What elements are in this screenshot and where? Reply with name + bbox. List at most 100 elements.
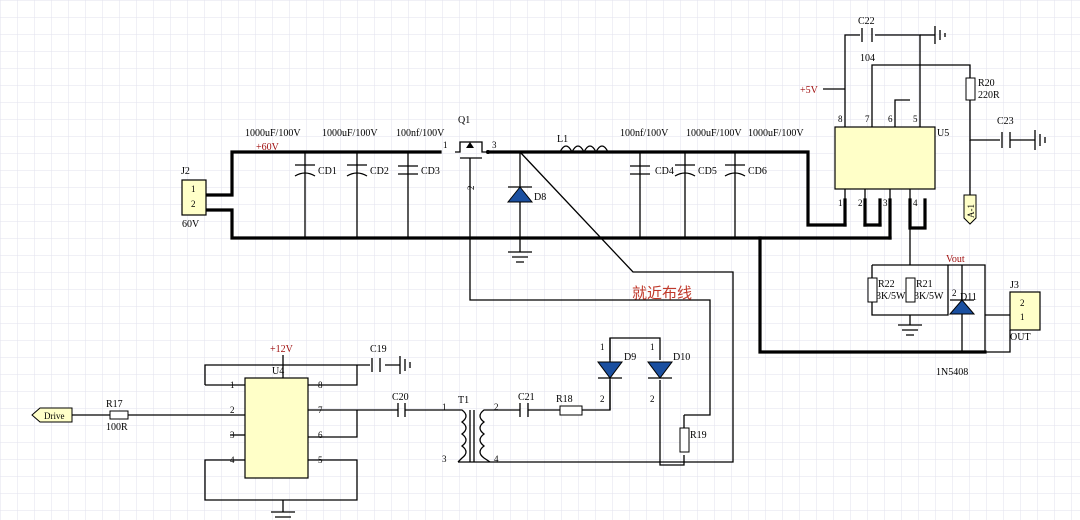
u4-pin-2: 2 xyxy=(230,405,235,415)
u4-pin-8: 8 xyxy=(318,380,323,390)
c22-value: 104 xyxy=(860,53,875,64)
r20-ref: R20 xyxy=(978,78,995,89)
inductor-l1[interactable]: L1 xyxy=(557,134,609,154)
r21-value: 3K/5W xyxy=(914,291,944,302)
u5-ref: U5 xyxy=(937,128,949,139)
cd5-ref: CD5 xyxy=(698,166,717,177)
u4-pin-6: 6 xyxy=(318,430,323,440)
diode-d10[interactable]: D10 1 2 xyxy=(647,342,690,404)
r21-ref: R21 xyxy=(916,279,933,290)
net-port-drive[interactable]: Drive xyxy=(31,407,73,423)
ic-u5[interactable]: U5 8 7 6 5 1 2 3 4 xyxy=(834,110,949,208)
t1-pin-1: 1 xyxy=(442,402,447,412)
j2-value: 60V xyxy=(182,219,200,230)
d9-ref: D9 xyxy=(624,352,636,363)
resistor-r21[interactable]: R21 3K/5W xyxy=(905,277,944,303)
d10-pin-2: 2 xyxy=(650,394,655,404)
t1-pin-2: 2 xyxy=(494,402,499,412)
u5-pin-5: 5 xyxy=(913,114,918,124)
u5-pin-3: 3 xyxy=(883,198,888,208)
capacitor-cd1[interactable]: CD1 1000uF/100V xyxy=(245,128,337,177)
routing-note: 就近布线 xyxy=(632,284,692,302)
diode-d9[interactable]: D9 1 2 xyxy=(597,342,636,404)
u4-pin-5: 5 xyxy=(318,455,323,465)
t1-pin-3: 3 xyxy=(442,454,447,464)
r17-ref: R17 xyxy=(106,399,123,410)
j3-pin-2: 2 xyxy=(1020,298,1025,308)
capacitor-cd6[interactable]: CD6 1000uF/100V xyxy=(724,128,804,177)
d10-pin-1: 1 xyxy=(650,342,655,352)
j2-ref: J2 xyxy=(181,166,190,177)
u5-pin-8: 8 xyxy=(838,114,843,124)
drive-label: Drive xyxy=(44,411,65,421)
cd3-value: 100nf/100V xyxy=(396,128,445,139)
ground-symbols xyxy=(271,26,1046,518)
resistor-r22[interactable]: R22 3K/5W xyxy=(867,277,906,303)
power-label-60v: +60V xyxy=(256,142,280,153)
cd4-ref: CD4 xyxy=(655,166,674,177)
connector-j2[interactable]: J2 1 2 60V xyxy=(181,166,207,230)
capacitor-cd2[interactable]: CD2 1000uF/100V xyxy=(322,128,389,177)
cd1-value: 1000uF/100V xyxy=(245,128,301,139)
r22-ref: R22 xyxy=(878,279,895,290)
cd2-ref: CD2 xyxy=(370,166,389,177)
cd6-value: 1000uF/100V xyxy=(748,128,804,139)
c19-ref: C19 xyxy=(370,344,387,355)
c23-ref: C23 xyxy=(997,116,1014,127)
u4-pin-3: 3 xyxy=(230,430,235,440)
power-wires xyxy=(204,34,1035,463)
power-label-vout: Vout xyxy=(946,254,965,265)
u5-pin-1: 1 xyxy=(838,198,843,208)
connector-j3[interactable]: J3 2 1 OUT xyxy=(1009,280,1041,343)
q1-pin-3: 3 xyxy=(492,140,497,150)
q1-pin-1: 1 xyxy=(443,140,448,150)
resistor-r20[interactable]: R20 220R xyxy=(965,77,1000,101)
transformer-t1[interactable]: T1 1 3 2 4 xyxy=(442,395,499,464)
d9-pin-1: 1 xyxy=(600,342,605,352)
resistor-r19[interactable]: R19 xyxy=(679,415,707,453)
t1-pin-4: 4 xyxy=(494,454,499,464)
resistor-r17[interactable]: R17 100R xyxy=(106,399,129,433)
resistor-r18[interactable]: R18 xyxy=(556,394,583,416)
r19-ref: R19 xyxy=(690,430,707,441)
d11-ref: D11 xyxy=(960,292,977,303)
capacitor-cd3[interactable]: CD3 100nf/100V xyxy=(396,128,445,177)
capacitor-cd4[interactable]: CD4 100nf/100V xyxy=(620,128,674,177)
mosfet-q1[interactable]: Q1 1 3 2 xyxy=(443,115,497,190)
ic-u4[interactable]: U4 1 2 3 4 8 7 6 5 xyxy=(230,366,323,479)
net-port-a1[interactable]: A-1 xyxy=(963,194,977,225)
diode-d11[interactable]: D11 2 1N5408 xyxy=(936,288,977,378)
capacitor-c21[interactable]: C21 xyxy=(518,392,535,417)
j3-ref: J3 xyxy=(1010,280,1019,291)
capacitor-c20[interactable]: C20 xyxy=(392,392,409,417)
capacitor-c19[interactable]: C19 xyxy=(370,344,387,372)
cd1-ref: CD1 xyxy=(318,166,337,177)
d8-ref: D8 xyxy=(534,192,546,203)
cd4-value: 100nf/100V xyxy=(620,128,669,139)
capacitor-c23[interactable]: C23 xyxy=(997,116,1014,148)
r17-value: 100R xyxy=(106,422,128,433)
capacitor-cd5[interactable]: CD5 1000uF/100V xyxy=(674,128,742,177)
c20-ref: C20 xyxy=(392,392,409,403)
j2-pin-2: 2 xyxy=(191,199,196,209)
cd2-value: 1000uF/100V xyxy=(322,128,378,139)
u5-pin-2: 2 xyxy=(858,198,863,208)
r22-value: 3K/5W xyxy=(876,291,906,302)
capacitor-c22[interactable]: C22 104 xyxy=(858,16,875,64)
u4-ref: U4 xyxy=(272,366,284,377)
power-label-5v: +5V xyxy=(800,85,819,96)
j2-pin-1: 1 xyxy=(191,184,196,194)
d9-pin-2: 2 xyxy=(600,394,605,404)
u4-pin-4: 4 xyxy=(230,455,235,465)
cd3-ref: CD3 xyxy=(421,166,440,177)
cd5-value: 1000uF/100V xyxy=(686,128,742,139)
j3-value: OUT xyxy=(1010,332,1031,343)
diode-d8[interactable]: D8 xyxy=(506,186,546,203)
j3-pin-1: 1 xyxy=(1020,312,1025,322)
q1-ref: Q1 xyxy=(458,115,470,126)
u4-pin-1: 1 xyxy=(230,380,235,390)
u5-pin-4: 4 xyxy=(913,198,918,208)
